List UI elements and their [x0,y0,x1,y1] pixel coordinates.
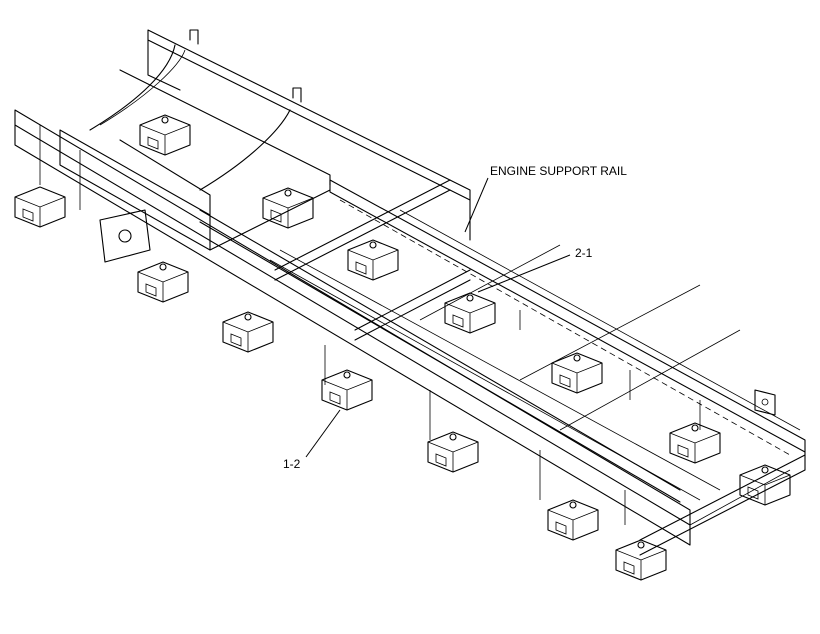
mount-block [222,311,274,353]
leader-2-1 [477,254,571,293]
label-engine-support-rail: ENGINE SUPPORT RAIL [490,164,627,178]
frame-structure [14,29,806,556]
callout-leaders [305,177,571,458]
mount-blocks [14,114,791,581]
mount-block [139,114,191,156]
mount-block [444,292,496,334]
leader-engine-support-rail [464,177,489,233]
mount-block [14,186,66,228]
label-callout-1-2: 1-2 [283,457,301,471]
mount-block [262,187,314,229]
mount-block [427,431,479,473]
mount-block [137,261,189,303]
mount-block [615,539,667,581]
mount-block [669,422,721,464]
mount-block [321,369,373,411]
mount-block [551,352,603,394]
label-callout-2-1: 2-1 [575,246,593,260]
mount-block [347,239,399,281]
leader-1-2 [305,409,341,458]
mount-block [739,464,791,506]
mount-block [547,499,599,541]
